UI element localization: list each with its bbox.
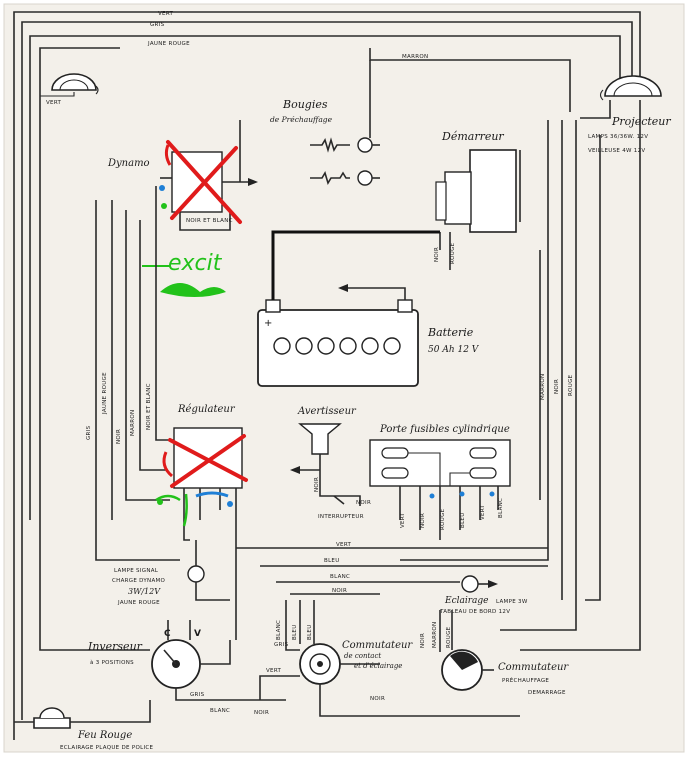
feu-rouge-title: Feu Rouge — [77, 730, 132, 741]
wire-label-noir-demarreur: NOIR — [434, 247, 440, 262]
commutateur-prechauffage — [439, 610, 494, 691]
wire-label-blanc-comm: BLANC — [276, 620, 282, 640]
wire-label-blanc-bottom: BLANC — [210, 708, 230, 714]
projecteur-spec-2: VEILLEUSE 4W 12V — [588, 148, 645, 154]
lampe-signal — [187, 540, 230, 601]
wire-label-noir-bottom: NOIR — [254, 710, 269, 716]
bougies-title: Bougies — [282, 98, 328, 111]
dynamo — [160, 120, 258, 231]
lampe-signal-line-4: JAUNE ROUGE — [117, 600, 160, 606]
wire-label-gris-left: GRIS — [86, 425, 92, 440]
batterie-title: Batterie — [427, 326, 474, 339]
bougies-subtitle: de Préchauffage — [270, 115, 333, 124]
excit-annotation: excit — [142, 251, 226, 297]
wire-label-rouge-fuse: ROUGE — [440, 508, 446, 530]
paper-border — [3, 3, 685, 753]
wire-label-blanc-fuse: BLANC — [498, 498, 504, 518]
porte-fusibles-title: Porte fusibles cylindrique — [379, 424, 510, 435]
wire-label-vert-bottom: VERT — [266, 668, 282, 674]
batterie-spec: 50 Ah 12 V — [428, 345, 480, 355]
wire-label-vert-fuse: VERT — [400, 512, 406, 528]
wire-label-gris-inverseur: GRIS — [190, 692, 205, 698]
interrupteur-label: INTERRUPTEUR — [318, 514, 364, 520]
feu-rouge-lamp — [14, 700, 151, 729]
wire-label-marron-right: MARRON — [540, 374, 546, 400]
lampe-signal-line-2: CHARGE DYNAMO — [112, 578, 166, 584]
regulateur-title: Régulateur — [177, 404, 236, 415]
wire-label-marron-left: MARRON — [130, 410, 136, 436]
commutateur-prechauffage-sub-1: PRÉCHAUFFAGE — [502, 676, 549, 684]
inverseur-sub: à 3 POSITIONS — [90, 659, 134, 666]
commutateur-prechauffage-title: Commutateur — [498, 662, 569, 673]
wire-label-rouge-demarreur: ROUGE — [450, 242, 456, 264]
lampe-signal-line-1: LAMPE SIGNAL — [114, 568, 159, 574]
excit-annotation-text: excit — [168, 251, 223, 276]
wire-label-rouge-right: ROUGE — [568, 374, 574, 396]
demarreur-title: Démarreur — [441, 130, 504, 143]
wire-label-gris-top: GRIS — [150, 22, 165, 28]
commutateur-contact — [259, 600, 520, 717]
wire-label-marron-comm: MARRON — [432, 622, 438, 648]
wire-label-noir-bottom-2: NOIR — [370, 696, 385, 702]
wire-label-noir-mid: NOIR — [332, 588, 347, 594]
bougies-glow-plugs — [310, 60, 380, 186]
wire-label-blanc-mid: BLANC — [330, 574, 350, 580]
avertisseur-title: Avertisseur — [297, 406, 357, 417]
wire-label-rouge-comm: ROUGE — [446, 626, 452, 648]
demarreur-starter — [435, 149, 521, 270]
avertisseur-horn — [290, 423, 361, 506]
feu-rouge-sub: ECLAIRAGE PLAQUE DE POLICE — [60, 745, 154, 751]
wire-label-vert-top: VERT — [158, 11, 174, 17]
wire-label-vert-left-lamp: VERT — [46, 100, 62, 106]
wire-label-gris-bottom: GRIS — [274, 642, 289, 648]
wire-label-noir-blanc-left: NOIR ET BLANC — [146, 383, 152, 430]
wire-label-noir-comm: NOIR — [420, 633, 426, 648]
commutateur-contact-title: Commutateur — [342, 640, 413, 651]
commutateur-contact-sub-1: de contact — [344, 652, 381, 660]
wire-label-jaune-rouge-left: JAUNE ROUGE — [102, 372, 108, 415]
left-harness — [39, 186, 180, 651]
dynamo-title: Dynamo — [107, 158, 150, 169]
batterie: + — [257, 230, 440, 387]
eclairage-title: Eclairage — [444, 596, 489, 606]
wire-label-noir-left: NOIR — [116, 429, 122, 444]
left-headlamp — [40, 73, 99, 97]
dynamo-red-cross — [164, 140, 242, 224]
wire-label-vert-mid: VERT — [336, 542, 352, 548]
inverseur — [151, 620, 286, 701]
eclairage-sub: TABLEAU DE BORD 12V — [439, 609, 510, 615]
mid-wires — [236, 547, 548, 595]
wire-label-bleu-fuse: BLEU — [460, 512, 466, 528]
lampe-signal-line-3: 3W/12V — [128, 587, 161, 596]
projecteur-lamp — [599, 75, 662, 101]
svg-text:+: + — [264, 318, 272, 329]
commutateur-prechauffage-sub-2: DEMARRAGE — [528, 690, 566, 696]
wire-label-noir-interr: NOIR — [356, 500, 371, 506]
wire-label-bleu-mid: BLEU — [324, 558, 340, 564]
wire-label-noir-right: NOIR — [554, 379, 560, 394]
top-harness — [13, 11, 641, 740]
inverseur-c: C — [164, 629, 171, 639]
regulateur-red-cross — [162, 434, 248, 488]
regulateur-markup — [155, 185, 233, 527]
wire-label-jaune-rouge-top: JAUNE ROUGE — [147, 41, 190, 47]
eclairage-spec: LAMPE 3W — [496, 599, 528, 605]
commutateur-contact-sub-2: et d'éclairage — [354, 662, 402, 670]
wire-label-marron-top: MARRON — [402, 54, 428, 60]
inverseur-title: Inverseur — [87, 640, 143, 653]
inverseur-v: V — [194, 629, 201, 639]
porte-fusibles — [369, 439, 511, 540]
wire-label-noir-avert: NOIR — [314, 477, 320, 492]
right-harness — [400, 120, 577, 631]
wire-label-vert-fuse-2: VERT — [480, 504, 486, 520]
projecteur-title: Projecteur — [611, 115, 671, 128]
wire-label-noir-fuse: NOIR — [420, 513, 426, 528]
projecteur-spec-1: LAMPS 36/36W. 12V — [588, 134, 648, 140]
wire-label-bleu-comm-2: BLEU — [307, 624, 313, 640]
dynamo-terminal-label: NOIR ET BLANC — [186, 218, 233, 224]
wire-label-bleu-comm: BLEU — [292, 624, 298, 640]
